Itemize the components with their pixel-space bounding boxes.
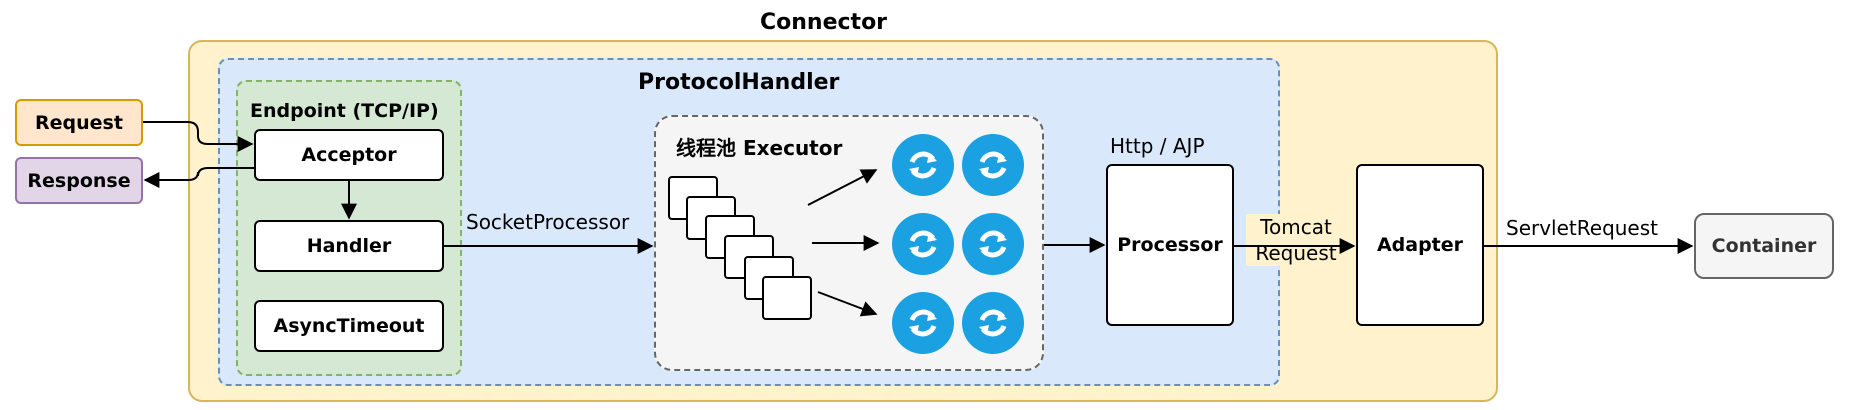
task-to-thread-arrow-bottom: [817, 291, 878, 317]
endpoint-title: Endpoint (TCP/IP): [250, 100, 439, 122]
refresh-icon: [892, 213, 954, 275]
connector-title: Connector: [760, 10, 888, 35]
executor-title: 线程池 Executor: [676, 136, 843, 160]
protocol-handler-title: ProtocolHandler: [638, 70, 840, 95]
http-ajp-label: Http / AJP: [1110, 134, 1205, 158]
tomcat-request-label-line1: Tomcat: [1260, 215, 1332, 239]
async-timeout-node[interactable]: AsyncTimeout: [254, 300, 444, 352]
refresh-icon: [962, 134, 1024, 196]
container-node[interactable]: Container: [1694, 213, 1834, 279]
refresh-icon: [962, 292, 1024, 354]
acceptor-node[interactable]: Acceptor: [254, 129, 444, 181]
task-to-thread-arrow-top: [807, 169, 878, 206]
servlet-request-label: ServletRequest: [1506, 216, 1659, 240]
request-to-acceptor-arrow: [143, 121, 254, 152]
processor-node[interactable]: Processor: [1106, 164, 1234, 326]
acceptor-to-response-arrow: [143, 167, 254, 188]
request-node[interactable]: Request: [15, 99, 143, 146]
refresh-icon: [892, 292, 954, 354]
task-card: [762, 276, 812, 320]
handler-node[interactable]: Handler: [254, 220, 444, 272]
refresh-icon: [892, 134, 954, 196]
response-node[interactable]: Response: [15, 157, 143, 204]
refresh-icon: [962, 213, 1024, 275]
socket-processor-label: SocketProcessor: [466, 210, 630, 234]
adapter-node[interactable]: Adapter: [1356, 164, 1484, 326]
